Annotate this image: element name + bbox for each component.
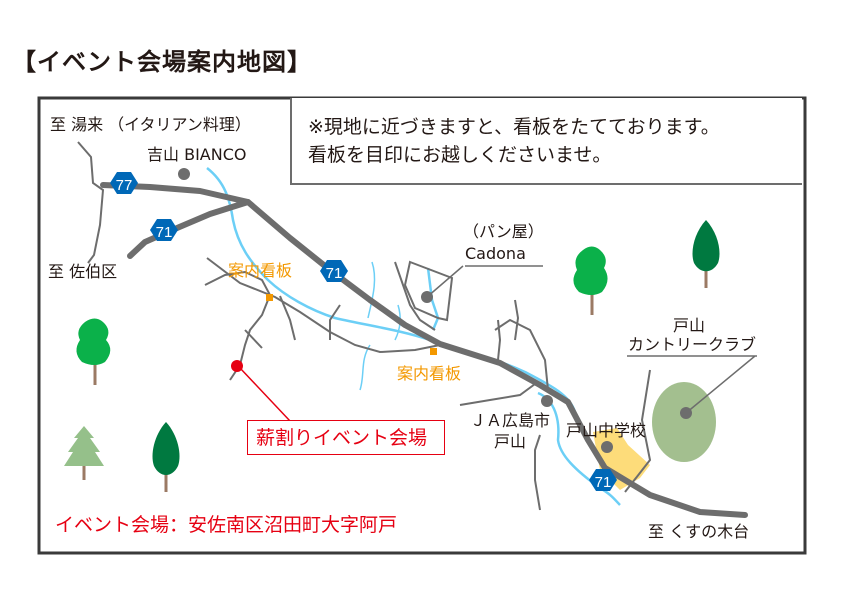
bianco-marker [178, 168, 190, 180]
route-77-badge: 77 [110, 172, 138, 194]
tree-icon [152, 422, 180, 492]
route-71-badge: 71 [150, 219, 178, 241]
country-club-marker [680, 407, 692, 419]
label-signboard: 案内看板 [228, 261, 293, 280]
label-venue: 薪割りイベント会場 [256, 427, 428, 449]
route-71-badge: 71 [320, 260, 348, 282]
minor-roads [77, 141, 652, 511]
label-to-saeki: 至 佐伯区 [48, 262, 118, 281]
tree-icon [64, 426, 104, 480]
label-bianco: 吉山 BIANCO [147, 145, 247, 164]
leader-lines [239, 265, 757, 422]
label-to-kusunokidai: 至 くすの木台 [648, 522, 750, 541]
label-cadona: Cadona [465, 244, 526, 263]
tree-icon [573, 246, 608, 315]
svg-text:71: 71 [156, 224, 173, 241]
venue-marker [231, 360, 243, 372]
notice-line-1: ※現地に近づきますと、看板をたてております。 [308, 116, 720, 138]
label-country-club-1: 戸山 [673, 316, 706, 335]
label-ja-2: 戸山 [494, 432, 527, 451]
route-71-badge: 71 [589, 469, 617, 491]
tree-icon [692, 220, 720, 288]
signboard-marker [430, 348, 437, 355]
label-school: 戸山中学校 [566, 421, 647, 440]
label-signboard: 案内看板 [397, 364, 462, 383]
ja-marker [541, 395, 553, 407]
signboard-marker [266, 294, 273, 301]
venue-label-box: 薪割りイベント会場 [247, 420, 445, 455]
svg-text:71: 71 [595, 474, 612, 491]
tree-icon [76, 318, 111, 385]
label-to-yuki: 至 湯来 （イタリアン料理） [50, 115, 251, 134]
cadona-marker [421, 291, 433, 303]
rivers [206, 167, 621, 506]
school-marker [601, 441, 613, 453]
venue-address: イベント会場：安佐南区沼田町大字阿戸 [55, 514, 398, 536]
label-ja-1: ＪＡ広島市 [470, 411, 551, 430]
notice-line-2: 看板を目印にお越しくださいませ。 [308, 144, 612, 166]
country-club-area [652, 382, 716, 462]
notice-box: ※現地に近づきますと、看板をたてております。 看板を目印にお越しくださいませ。 [290, 98, 802, 185]
svg-text:71: 71 [326, 265, 343, 282]
label-country-club-2: カントリークラブ [628, 335, 757, 354]
page-title: 【イベント会場案内地図】 [12, 48, 312, 76]
label-bakery-type: （パン屋） [463, 222, 544, 241]
svg-text:77: 77 [116, 177, 133, 194]
